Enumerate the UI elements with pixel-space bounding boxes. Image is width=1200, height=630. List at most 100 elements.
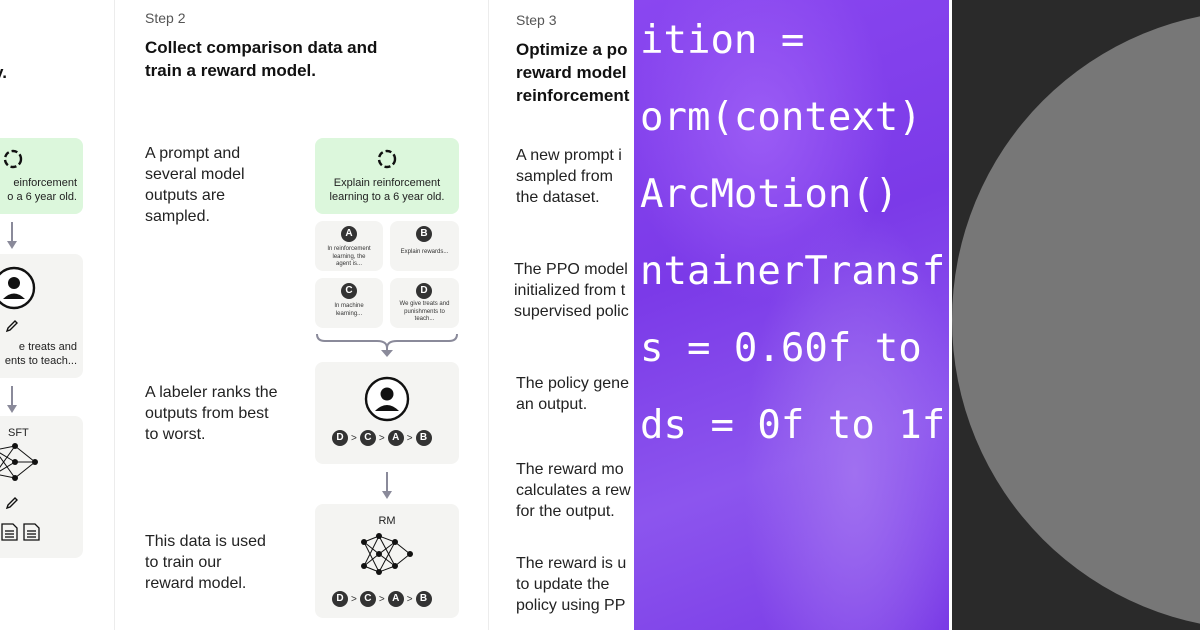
desc-line: A labeler ranks the [145,384,278,401]
step1-prompt-line: einforcement [13,177,77,189]
output-letter: B [416,226,432,242]
desc-line: calculates a rew [516,482,631,499]
output-text: punishments to [404,308,445,315]
pencil-icon [5,497,18,510]
code-line: orm(context) [640,95,922,140]
prompt-card: Explain reinforcement learning to a 6 ye… [315,138,459,214]
code-line: ition = [640,18,805,63]
step3-desc-ppo: The PPO model initialized from t supervi… [514,259,629,322]
step3-desc-reward: The reward mo calculates a rew for the o… [516,459,631,522]
dark-panel [949,0,1200,630]
output-text: Explain rewards... [400,249,449,255]
desc-line: for the output. [516,503,615,520]
step1-column: y. einforcement o a 6 year old. e treats… [0,0,113,630]
output-card-d: D We give treats and punishments to teac… [390,278,459,328]
desc-line: A new prompt i [516,147,622,164]
desc-line: the dataset. [516,189,600,206]
code-line: s = 0.60f to [640,326,922,371]
step3-heading-line: Optimize a po [516,40,628,59]
down-arrow-head [382,491,392,499]
desc-line: The policy gene [516,375,629,392]
desc-line: reward model. [145,575,247,592]
step2-label: Step 2 [145,10,186,26]
desc-line: to update the [516,576,610,593]
output-text: teach... [414,316,435,322]
refresh-icon [3,149,23,169]
down-arrow [11,386,13,406]
desc-line: The reward is u [516,555,627,572]
bracket-arrow [316,333,458,357]
desc-line: This data is used [145,533,266,550]
step3-heading-line: reinforcement [516,86,630,105]
desc-line: sampled from [516,168,613,185]
step2-column: Step 2 Collect comparison data and train… [114,0,488,630]
step3-desc-prompt: A new prompt i sampled from the dataset. [516,145,622,208]
code-line: ArcMotion() [640,172,899,217]
rank-item: A [387,430,404,446]
document-icon [1,523,40,541]
step1-labeler-card: e treats and ents to teach... [0,254,83,378]
step2-desc-train: This data is used to train our reward mo… [145,531,266,594]
output-card-a: A In reinforcement learning, the agent i… [315,221,383,271]
neural-network-icon [0,443,38,481]
sft-label: SFT [8,427,29,439]
output-letter: A [341,226,357,242]
desc-line: A prompt and [145,145,241,162]
desc-line: supervised polic [514,303,629,320]
rank-item: A [387,591,404,607]
output-card-c: C In machine learning... [315,278,383,328]
step3-heading-line: reward model [516,63,627,82]
desc-line: outputs are [145,187,226,204]
down-arrow-head [7,405,17,413]
desc-line: initialized from t [514,282,626,299]
rank-item: B [415,430,432,446]
refresh-icon [377,149,397,169]
step2-heading: Collect comparison data and train a rewa… [145,36,377,82]
output-text: learning... [335,310,363,317]
desc-line: sampled. [145,208,210,225]
pencil-icon [5,320,18,333]
output-letter: D [416,283,432,299]
down-arrow [386,472,388,492]
down-arrow-head [7,241,17,249]
rank-item: B [415,591,432,607]
desc-line: The PPO model [514,261,628,278]
person-icon [0,266,36,310]
output-text: In machine [334,303,364,309]
step1-demo-line: e treats and [18,341,77,353]
desc-line: outputs from best [145,405,269,422]
code-panel: ition = orm(context) ArcMotion() ntainer… [634,0,949,630]
desc-line: to train our [145,554,222,571]
output-text: In reinforcement [327,246,371,252]
output-letter: C [341,283,357,299]
output-card-b: B Explain rewards... [390,221,459,271]
desc-line: The reward mo [516,461,624,478]
step3-heading: Optimize a po reward model reinforcement [516,38,629,107]
desc-line: several model [145,166,245,183]
rank-item: D [332,430,348,446]
step2-desc-sample: A prompt and several model outputs are s… [145,143,245,227]
prompt-line: Explain reinforcement [333,177,441,189]
step1-prompt-line: o a 6 year old. [7,191,77,203]
step1-prompt-card: einforcement o a 6 year old. [0,138,83,214]
step1-heading-fragment: y. [0,63,7,82]
step3-desc-policy: The policy gene an output. [516,373,629,415]
step3-label: Step 3 [516,12,557,28]
step1-demo-line: ents to teach... [4,355,77,367]
rank-item: C [359,430,376,446]
desc-line: an output. [516,396,588,413]
step3-desc-update: The reward is u to update the policy usi… [516,553,626,616]
prompt-line: learning to a 6 year old. [329,191,445,203]
output-text: agent is... [335,261,362,267]
ranking-row: D> C> A> B [332,430,432,446]
labeler-card: D> C> A> B [315,362,459,464]
code-line: ntainerTransf [640,249,946,294]
down-arrow [11,222,13,242]
rank-item: D [332,591,348,607]
person-icon [364,376,410,422]
desc-line: policy using PP [516,597,626,614]
rank-item: C [359,591,376,607]
step1-sft-card: SFT [0,416,83,558]
neural-network-icon [361,533,413,575]
step3-column: Step 3 Optimize a po reward model reinfo… [488,0,635,630]
